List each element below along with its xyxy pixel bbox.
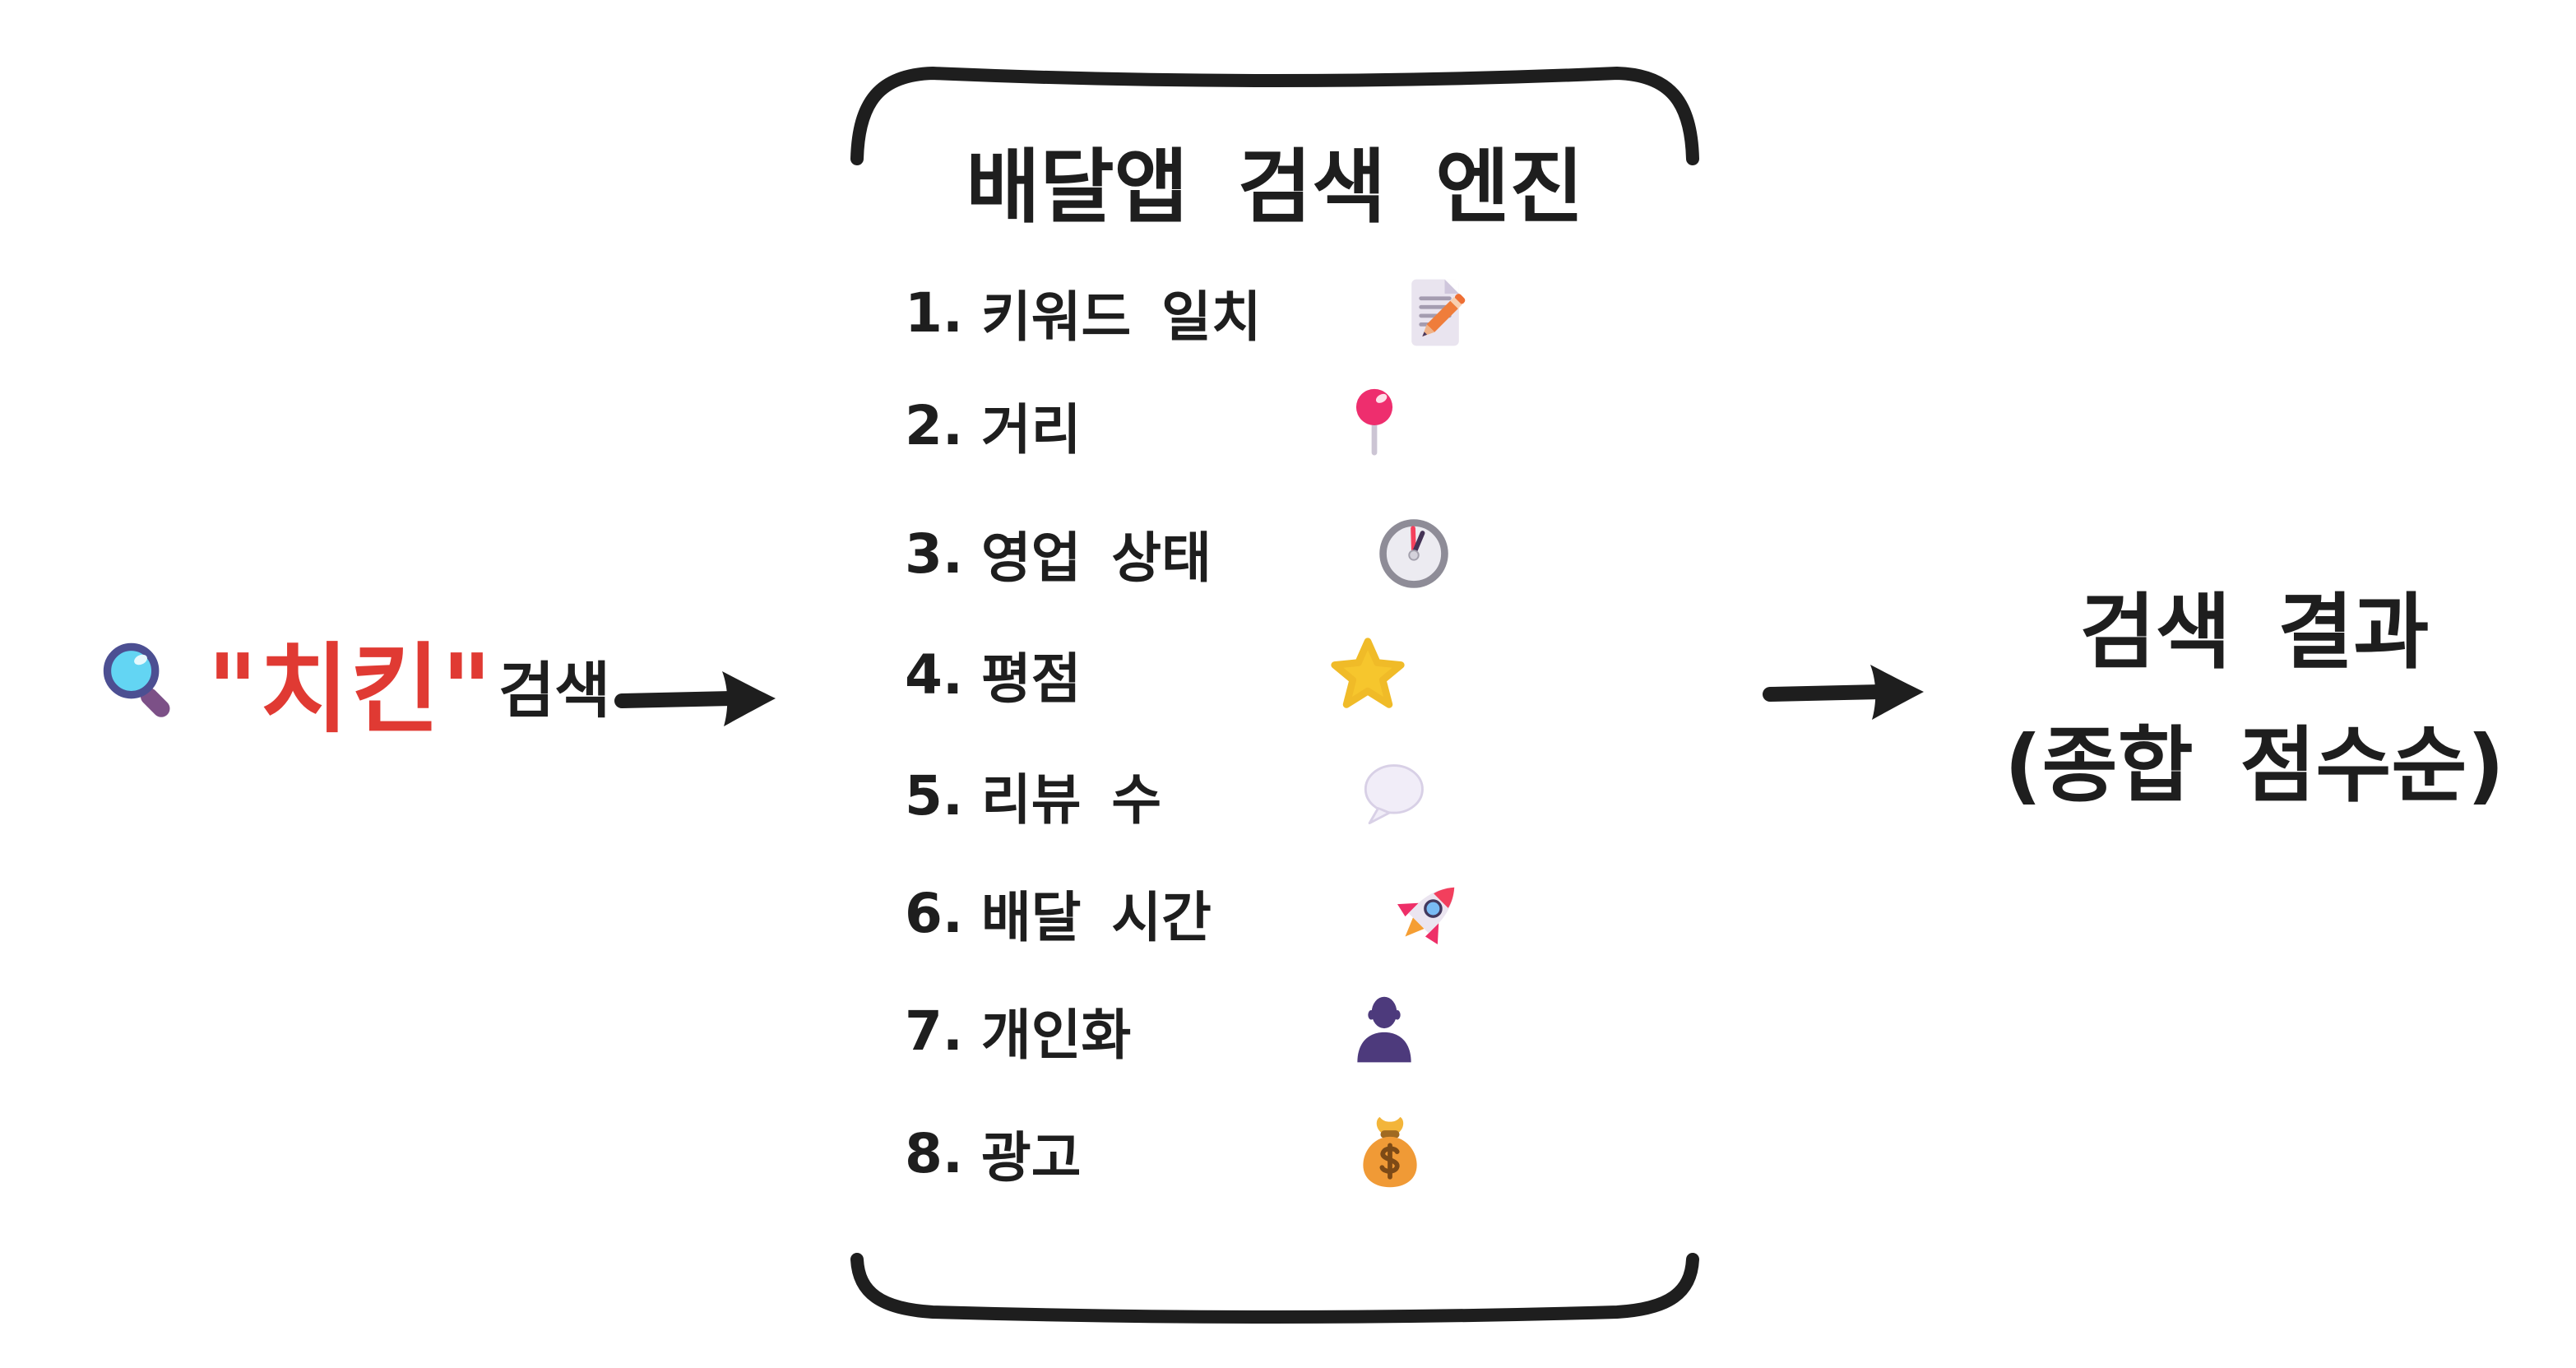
factor-row-3: 3. 영업 상태 (905, 508, 1694, 599)
round-pushpin-icon (1355, 388, 1393, 456)
search-query-text: "치킨" (207, 633, 494, 746)
factor-label: 배달 시간 (981, 886, 1212, 949)
factor-row-8: 8. 광고 (905, 1108, 1694, 1199)
bracket-bottom (850, 1253, 1699, 1324)
factor-row-1: 1. 키워드 일치 (905, 267, 1694, 358)
search-engine-panel: 배달앱 검색 엔진 1. 키워드 일치 (847, 37, 1703, 1337)
engine-title: 배달앱 검색 엔진 (966, 141, 1584, 234)
factor-label: 개인화 (981, 1004, 1132, 1067)
factor-row-2: 2. 거리 (905, 380, 1694, 471)
speech-balloon-icon (1364, 764, 1424, 825)
star-icon (1331, 638, 1405, 708)
factor-label: 평점 (981, 647, 1082, 711)
result-line1: 검색 결과 (2079, 584, 2430, 680)
clock-icon (1379, 519, 1448, 588)
bracket-top (850, 66, 1699, 165)
factor-number: 2. (905, 393, 963, 457)
search-result-label: 검색 결과 (종합 점수순) (1933, 566, 2576, 832)
search-query-group: "치킨" 검색 (97, 610, 610, 751)
factor-number: 1. (905, 281, 963, 345)
memo-pencil-icon (1411, 279, 1466, 346)
magnifier-icon (103, 642, 170, 717)
rocket-icon (1397, 887, 1455, 945)
factor-number: 6. (905, 881, 963, 945)
search-query-suffix: 검색 (498, 656, 611, 726)
factor-label: 영업 상태 (981, 526, 1212, 590)
factor-number: 3. (905, 522, 963, 586)
factor-row-4: 4. 평점 (905, 629, 1694, 720)
factor-row-6: 6. 배달 시간 (905, 868, 1694, 958)
factor-label: 거리 (981, 398, 1082, 461)
money-bag-icon (1363, 1116, 1417, 1188)
factor-number: 5. (905, 763, 963, 828)
result-line2: (종합 점수순) (2004, 717, 2505, 814)
factor-label: 키워드 일치 (981, 285, 1262, 349)
factor-number: 4. (905, 642, 963, 707)
factor-number: 7. (905, 999, 963, 1063)
factor-row-5: 5. 리뷰 수 (905, 750, 1694, 841)
factor-label: 광고 (981, 1126, 1082, 1189)
flow-arrow-right-icon (1763, 665, 1924, 720)
flow-arrow-left-icon (614, 671, 776, 726)
person-icon (1357, 996, 1411, 1063)
factor-row-7: 7. 개인화 (905, 985, 1694, 1076)
factor-label: 리뷰 수 (981, 768, 1162, 832)
factor-number: 8. (905, 1121, 963, 1185)
